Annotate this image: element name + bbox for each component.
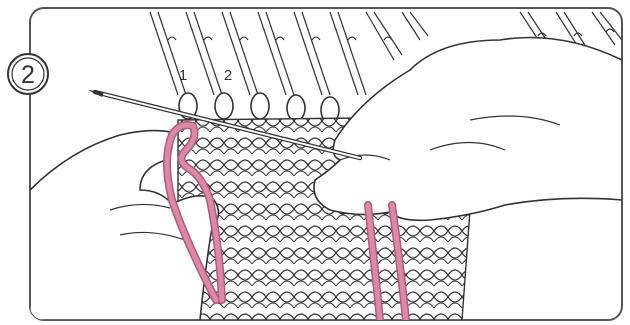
step-number: 2 [21, 61, 35, 89]
step-badge: 2 [8, 54, 48, 94]
loop-label-1: 1 [179, 67, 187, 84]
loop-label-2: 2 [224, 67, 232, 84]
